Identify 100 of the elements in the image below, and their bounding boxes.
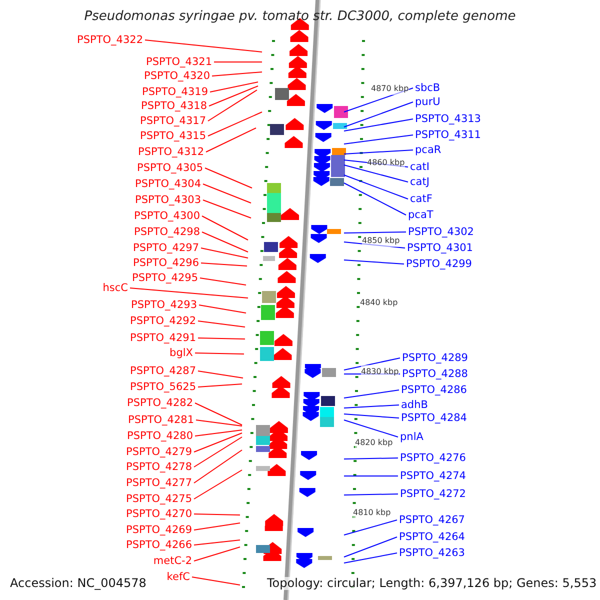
leader-line bbox=[210, 82, 258, 92]
leader-line bbox=[130, 288, 248, 298]
gene-label: PSPTO_4299 bbox=[406, 258, 472, 270]
gene-label: PSPTO_4270 bbox=[126, 508, 192, 520]
leader-line bbox=[344, 232, 406, 234]
gene-label: pcaT bbox=[408, 208, 434, 222]
scale-label: 4870 kbp bbox=[371, 82, 409, 94]
leader-line bbox=[344, 160, 408, 168]
leader-line bbox=[202, 200, 252, 218]
leader-line bbox=[344, 164, 408, 182]
gene-label: catJ bbox=[410, 176, 430, 188]
gene-label: PSPTO_4275 bbox=[126, 492, 192, 506]
gene-label: PSPTO_4300 bbox=[134, 210, 200, 222]
leader-line bbox=[344, 174, 408, 200]
gene-label: PSPTO_5625 bbox=[130, 380, 196, 394]
gene-label: PSPTO_4289 bbox=[402, 352, 468, 364]
leader-line bbox=[202, 232, 248, 252]
gene-label: PSPTO_4302 bbox=[408, 226, 474, 238]
leader-line bbox=[344, 494, 398, 496]
gene-label: PSPTO_4311 bbox=[415, 128, 481, 142]
gene-label: PSPTO_4278 bbox=[126, 460, 192, 474]
leader-line bbox=[198, 338, 246, 340]
leader-line bbox=[202, 184, 252, 204]
gene-label: PSPTO_4282 bbox=[127, 396, 193, 410]
gene-label: PSPTO_4286 bbox=[401, 384, 467, 396]
leader-line bbox=[194, 546, 240, 562]
gene-label: PSPTO_4263 bbox=[399, 546, 465, 560]
gene-label: PSPTO_4319 bbox=[142, 86, 208, 98]
gene-label: kefC bbox=[166, 570, 190, 584]
gene-label: PSPTO_4288 bbox=[402, 368, 468, 380]
title: Pseudomonas syringae pv. tomato str. DC3000, complete genome bbox=[83, 9, 517, 24]
gene-label: PSPTO_4296 bbox=[133, 256, 199, 270]
gene-label: PSPTO_4295 bbox=[132, 272, 198, 284]
gene-label: PSPTO_4279 bbox=[126, 446, 192, 458]
scale-label: 4820 kbp bbox=[355, 436, 393, 448]
leader-line bbox=[194, 436, 242, 468]
leader-line bbox=[212, 72, 262, 76]
leader-line bbox=[344, 404, 400, 408]
scale-label: 4830 kbp bbox=[361, 364, 399, 378]
accession-text: Accession: NC_004578 bbox=[10, 576, 146, 590]
leader-line bbox=[344, 150, 414, 154]
leader-line bbox=[194, 450, 242, 484]
leader-line bbox=[208, 90, 258, 122]
leader-line bbox=[194, 540, 240, 546]
gene-label: PSPTO_4269 bbox=[126, 524, 192, 536]
gene-label: sbcB bbox=[415, 82, 440, 94]
gene-label: PSPTO_4267 bbox=[399, 514, 465, 526]
gene-label: PSPTO_4264 bbox=[399, 530, 465, 544]
leader-line bbox=[196, 420, 242, 426]
gene-label: PSPTO_4274 bbox=[400, 470, 466, 482]
gene-label: PSPTO_4291 bbox=[130, 332, 196, 344]
leader-line bbox=[194, 470, 242, 500]
leader-line bbox=[198, 370, 244, 378]
gene-label: PSPTO_4322 bbox=[77, 34, 143, 46]
leader-line bbox=[208, 112, 262, 136]
leader-line bbox=[198, 384, 242, 388]
gene-label: bglX bbox=[170, 346, 193, 360]
gene-label: PSPTO_4293 bbox=[131, 298, 197, 312]
leader-line bbox=[344, 552, 398, 564]
gene-label: PSPTO_4313 bbox=[415, 112, 481, 126]
leader-line bbox=[344, 88, 414, 112]
leader-line bbox=[204, 168, 252, 188]
gene-label: catI bbox=[410, 160, 430, 174]
gene-label: PSPTO_4297 bbox=[133, 242, 199, 254]
leader-line bbox=[344, 260, 404, 264]
gene-label: adhB bbox=[401, 398, 428, 412]
gene-label: purU bbox=[415, 96, 440, 108]
leader-line bbox=[206, 128, 256, 152]
leader-line bbox=[200, 248, 248, 258]
leader-line bbox=[344, 182, 406, 216]
leader-line bbox=[208, 86, 258, 106]
gene-label: metC-2 bbox=[153, 554, 192, 568]
gene-label: PSPTO_4305 bbox=[137, 162, 203, 174]
leader-line bbox=[202, 216, 248, 240]
gene-label: PSPTO_4312 bbox=[138, 146, 204, 158]
gene-label: PSPTO_4303 bbox=[135, 194, 201, 206]
leader-line bbox=[200, 278, 246, 286]
gene-label: PSPTO_4301 bbox=[407, 242, 473, 254]
gene-label: PSPTO_4318 bbox=[141, 100, 207, 112]
gene-label: PSPTO_4304 bbox=[135, 178, 201, 190]
leader-line bbox=[194, 352, 244, 354]
gene-label: PSPTO_4292 bbox=[130, 314, 196, 328]
gene-label: PSPTO_4276 bbox=[400, 452, 466, 464]
gene-label: PSPTO_4277 bbox=[126, 476, 192, 490]
gene-label: PSPTO_4280 bbox=[127, 430, 193, 442]
leader-line bbox=[198, 304, 246, 314]
leader-line bbox=[344, 358, 400, 370]
leader-line bbox=[144, 40, 262, 52]
leader-line bbox=[344, 414, 400, 418]
leader-line bbox=[344, 458, 398, 460]
gene-label: catF bbox=[410, 192, 432, 206]
gene-label: PSPTO_4287 bbox=[130, 364, 196, 378]
leader-line bbox=[344, 118, 414, 132]
scale-label: 4860 kbp bbox=[367, 156, 405, 168]
leader-line bbox=[344, 134, 414, 144]
gene-label: pnlA bbox=[400, 430, 424, 444]
scale-label: 4840 kbp bbox=[360, 296, 398, 308]
leader-line bbox=[198, 320, 246, 328]
leader-line bbox=[194, 430, 242, 436]
leader-line bbox=[194, 402, 242, 426]
